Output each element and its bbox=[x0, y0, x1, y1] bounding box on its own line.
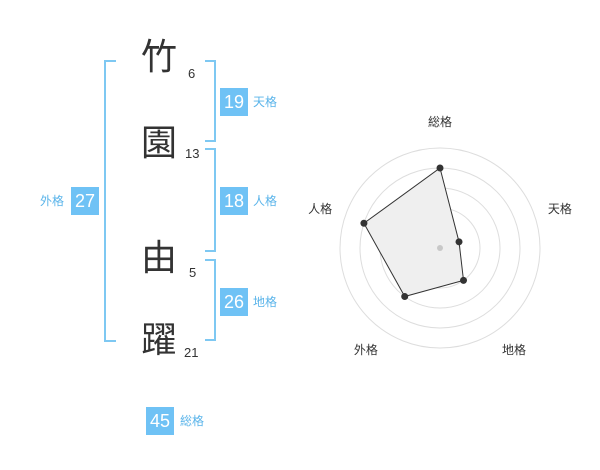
name-char-2: 園 bbox=[141, 123, 178, 164]
radar-area bbox=[363, 167, 465, 298]
radar-point-1 bbox=[436, 164, 444, 172]
jinkaku-label: 人格 bbox=[253, 194, 278, 208]
radar-points bbox=[360, 164, 468, 301]
stroke-count-4: 21 bbox=[184, 345, 199, 360]
radar-point-2 bbox=[455, 238, 463, 246]
radar-point-4 bbox=[401, 293, 409, 301]
tenkaku-label: 天格 bbox=[253, 95, 278, 109]
soukaku-value-badge: 45 bbox=[146, 407, 174, 435]
radar-axis-label-2: 天格 bbox=[548, 201, 572, 216]
gaikaku-value-badge: 27 bbox=[71, 187, 99, 215]
name-char-3: 由 bbox=[141, 238, 178, 279]
radar-ring bbox=[339, 147, 541, 349]
tenkaku-bracket bbox=[205, 60, 216, 142]
name-char-1: 竹 bbox=[141, 37, 178, 78]
radar-axis-label-5: 人格 bbox=[308, 201, 332, 216]
stroke-count-3: 5 bbox=[189, 265, 197, 280]
chikaku-bracket bbox=[205, 259, 216, 341]
radar-center-dot bbox=[437, 245, 443, 251]
radar-axis-label-1: 総格 bbox=[428, 114, 452, 129]
stroke-count-2: 13 bbox=[185, 146, 200, 161]
gaikaku-bracket bbox=[104, 60, 116, 342]
stroke-count-1: 6 bbox=[188, 66, 196, 81]
chikaku-label: 地格 bbox=[253, 295, 278, 309]
radar-point-3 bbox=[460, 276, 468, 284]
soukaku-label: 総格 bbox=[180, 414, 205, 428]
jinkaku-bracket bbox=[205, 148, 216, 252]
radar-axis-label-3: 地格 bbox=[502, 342, 526, 357]
radar-point-5 bbox=[360, 219, 368, 227]
name-char-4: 躍 bbox=[141, 320, 178, 361]
chikaku-value-badge: 26 bbox=[220, 288, 248, 316]
tenkaku-value-badge: 19 bbox=[220, 88, 248, 116]
radar-axis-label-4: 外格 bbox=[354, 342, 378, 357]
jinkaku-value-badge: 18 bbox=[220, 187, 248, 215]
gaikaku-label: 外格 bbox=[40, 194, 65, 208]
